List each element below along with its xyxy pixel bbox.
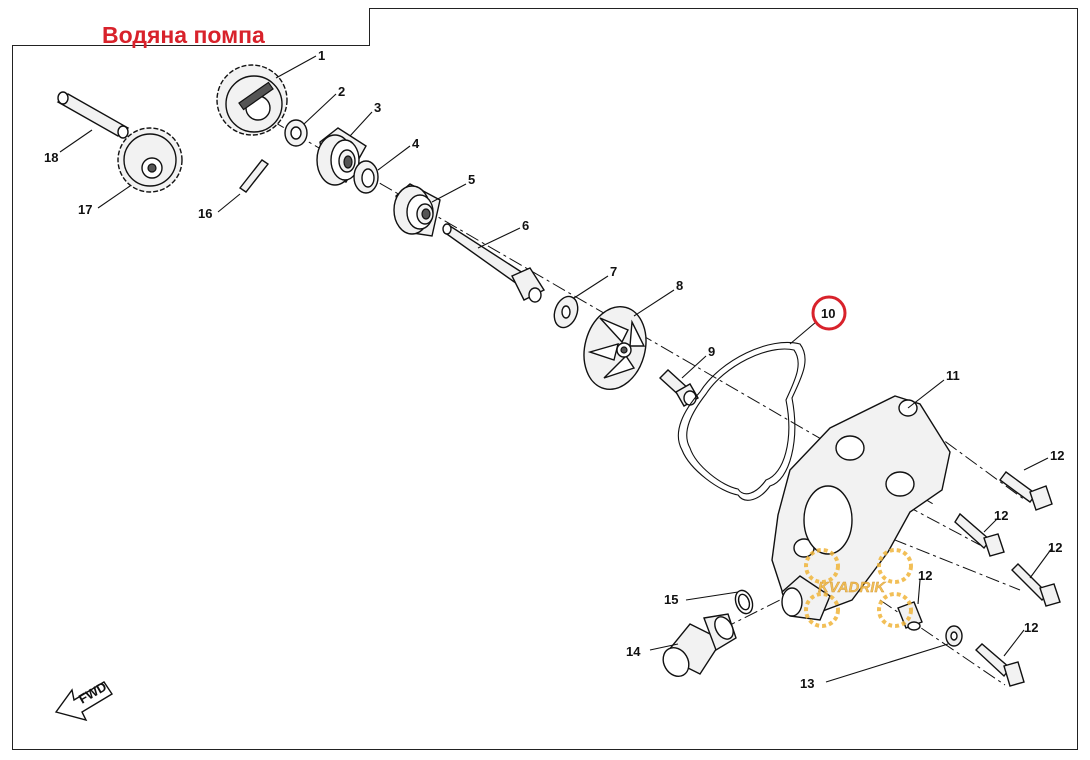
callout-1: 1 [318, 48, 325, 63]
part-7-washer [553, 295, 579, 329]
fwd-direction-icon: FWD [54, 679, 113, 722]
part-16-small-pin [238, 159, 270, 193]
part-11-pump-cover [771, 395, 951, 621]
part-8-impeller [583, 305, 647, 391]
callout-2: 2 [338, 84, 345, 99]
title-box: Водяна помпа [12, 8, 370, 48]
callout-3: 3 [374, 100, 381, 115]
callout-12-a: 12 [1050, 448, 1064, 463]
highlight-circle-10 [811, 295, 847, 331]
part-12-bolt-b [954, 512, 1005, 557]
watermark-text: KVADRIK [818, 579, 886, 596]
part-2-washer [284, 119, 308, 147]
diagram-frame [12, 8, 1078, 750]
part-12-bolt-e [974, 643, 1025, 687]
bolt-axis-4 [879, 599, 1006, 686]
bolt-axis-2 [904, 504, 981, 546]
callout-17: 17 [78, 202, 92, 217]
part-14-outlet-pipe [662, 613, 737, 678]
part-17-small-gear [117, 127, 183, 193]
part-12-bolt-d [897, 601, 923, 631]
callout-4: 4 [412, 136, 420, 151]
part-12-bolt-a [999, 471, 1053, 511]
diagram-title: Водяна помпа [102, 22, 265, 48]
part-6-shaft [442, 223, 546, 303]
callout-8: 8 [676, 278, 683, 293]
callout-10: 10 [821, 306, 835, 321]
part-3-bearing [316, 127, 367, 186]
callout-16: 16 [198, 206, 212, 221]
callout-5: 5 [468, 172, 475, 187]
part-10-gasket [677, 342, 806, 501]
watermark-logo: KVADRIK [804, 548, 913, 628]
callout-7: 7 [610, 264, 617, 279]
callout-13: 13 [800, 676, 814, 691]
callout-12-e: 12 [1024, 620, 1038, 635]
part-5-mechanical-seal [393, 183, 441, 237]
callout-9: 9 [708, 344, 715, 359]
callout-12-c: 12 [1048, 540, 1062, 555]
callout-12-d: 12 [918, 568, 932, 583]
callout-14: 14 [626, 644, 641, 659]
callout-18: 18 [44, 150, 58, 165]
callout-11: 11 [946, 368, 960, 383]
part-13-washer [945, 625, 963, 647]
callout-15: 15 [664, 592, 678, 607]
callout-12-b: 12 [994, 508, 1008, 523]
part-15-o-ring [734, 589, 754, 615]
leader-lines [59, 55, 1053, 683]
part-4-seal [353, 160, 379, 194]
part-12-bolt-c [1011, 563, 1061, 607]
callout-6: 6 [522, 218, 529, 233]
part-18-pin [56, 91, 130, 139]
part-1-drive-gear [216, 64, 288, 136]
